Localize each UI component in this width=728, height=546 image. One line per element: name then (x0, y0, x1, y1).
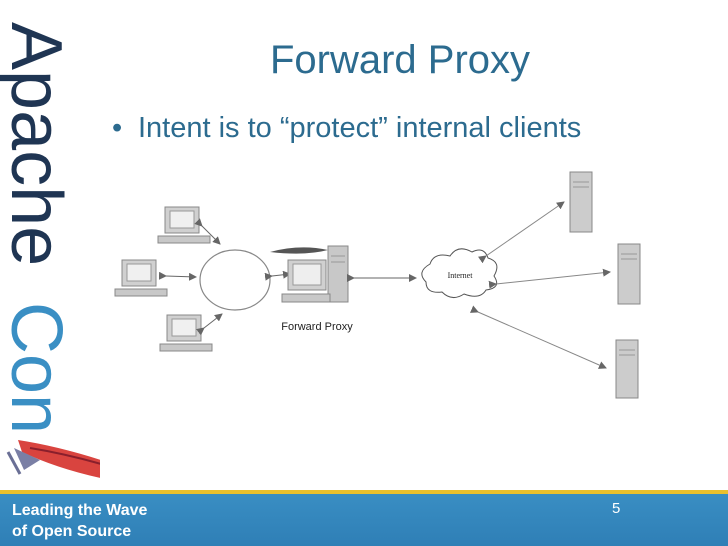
cloud-label: Internet (448, 271, 474, 280)
apachecon-logo: Apache Con (0, 22, 100, 478)
client-computer-icon (114, 259, 168, 297)
bullet-item: • Intent is to “protect” internal clients (112, 112, 581, 145)
feather-icon (6, 440, 100, 478)
lan-hub (199, 249, 271, 311)
bullet-dot: • (112, 112, 123, 144)
footer-tagline: Leading the Wave of Open Source (12, 500, 147, 542)
page-number: 5 (612, 500, 621, 517)
tagline-line-1: Leading the Wave (12, 502, 148, 519)
brand-con: Con (0, 302, 76, 434)
slide-title: Forward Proxy (269, 38, 531, 82)
footer-bar: Leading the Wave of Open Source 5 (0, 490, 728, 546)
server-tower-icon (615, 339, 639, 399)
proxy-label: Forward Proxy (281, 321, 353, 333)
client-computer-icon (159, 314, 213, 352)
network-diagram: Forward Proxy Internet (114, 171, 641, 399)
bullet-text: Intent is to “protect” internal clients (138, 112, 582, 144)
footer-accent-line (0, 490, 728, 494)
brand-apache: Apache (0, 22, 76, 266)
tagline-line-2: of Open Source (12, 523, 132, 540)
client-computer-icon (157, 206, 211, 244)
proxy-server-icon (270, 245, 349, 303)
server-tower-icon (617, 243, 641, 305)
server-tower-icon (569, 171, 593, 233)
